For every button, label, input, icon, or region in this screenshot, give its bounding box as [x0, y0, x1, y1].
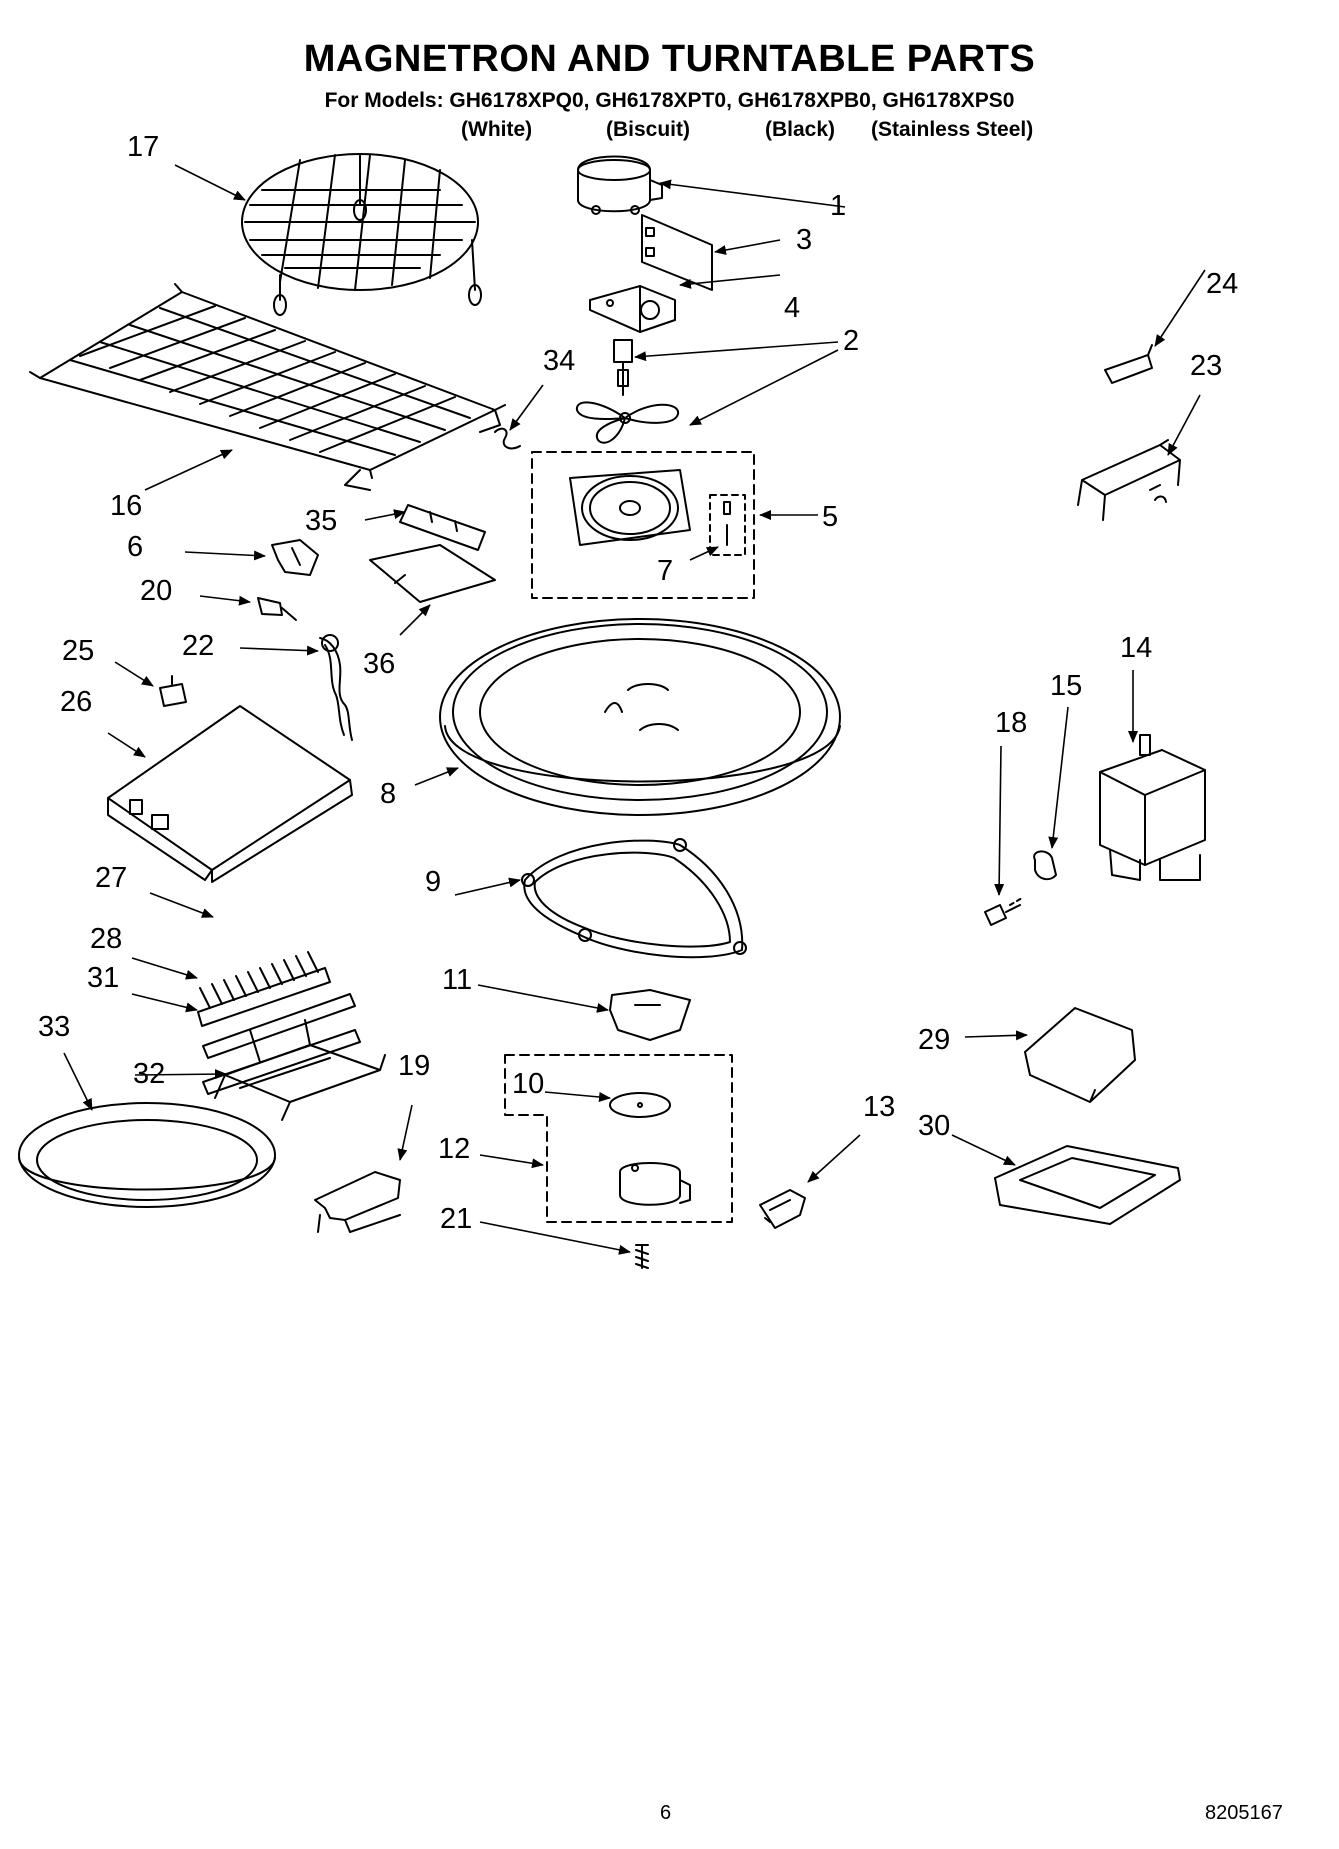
part-22-connector: [321, 634, 339, 652]
part-23-bracket: [1077, 439, 1181, 521]
part-27-heater-fins: [197, 951, 331, 1027]
part-13-switch: [759, 1189, 806, 1229]
callout-26: 26: [60, 686, 93, 718]
part-4-bracket: [589, 285, 676, 333]
variant-stainless-steel: (Stainless Steel): [871, 118, 1034, 141]
part-3-plate: [641, 214, 713, 291]
callout-30: 30: [918, 1110, 951, 1142]
part-21-screw: [635, 1244, 649, 1269]
leader-arrows: [63, 164, 1206, 1255]
callout-29: 29: [918, 1024, 951, 1056]
callout-11: 11: [442, 964, 473, 996]
part-15-thermal-cutoff: [1033, 850, 1057, 881]
part-2-coupler: [613, 339, 633, 396]
callout-14: 14: [1120, 632, 1153, 664]
callout-3: 3: [796, 224, 813, 256]
callout-17: 17: [127, 131, 160, 163]
callout-31: 31: [87, 962, 120, 994]
callout-16: 16: [110, 490, 143, 522]
callout-12: 12: [438, 1133, 471, 1165]
variant-black: (Black): [765, 118, 836, 141]
part-22-harness: [319, 637, 353, 741]
callout-21: 21: [440, 1203, 473, 1235]
part-29-filter-pad: [1024, 1007, 1136, 1103]
part-9-roller-ring: [521, 838, 747, 959]
part-16-rack: [29, 283, 506, 491]
part-19-latch: [314, 1171, 401, 1233]
callout-23: 23: [1190, 350, 1223, 382]
part-35-strip: [399, 504, 486, 551]
part-36-cover: [369, 544, 496, 603]
part-24-bracket: [1104, 344, 1153, 384]
callout-34: 34: [543, 345, 576, 377]
part-31-heater-tube: [202, 1029, 361, 1095]
callout-2: 2: [843, 325, 860, 357]
part-30-filter-frame: [994, 1145, 1181, 1225]
callout-28: 28: [90, 923, 123, 955]
variant-biscuit: (Biscuit): [606, 118, 690, 141]
part-28-heater-tube: [202, 993, 356, 1059]
callout-20: 20: [140, 575, 173, 607]
callout-35: 35: [305, 505, 338, 537]
callout-36: 36: [363, 648, 396, 680]
callout-1: 1: [830, 190, 847, 222]
callout-33: 33: [38, 1011, 71, 1043]
callout-5: 5: [822, 501, 839, 533]
callout-24: 24: [1206, 268, 1239, 300]
callout-27: 27: [95, 862, 128, 894]
part-33-pan: [18, 1102, 276, 1208]
callout-19: 19: [398, 1050, 431, 1082]
part-12-group: [504, 1054, 733, 1223]
part-18-screw: [984, 904, 1021, 926]
page-title: MAGNETRON AND TURNTABLE PARTS: [303, 38, 1036, 80]
part-26-cover: [107, 705, 353, 883]
part-5-group: [531, 451, 755, 599]
callout-10: 10: [512, 1068, 545, 1100]
part-34-clip: [494, 427, 521, 450]
part-1-motor: [577, 155, 663, 215]
callout-32: 32: [133, 1058, 166, 1090]
part-25-thermostat: [159, 675, 187, 707]
callout-22: 22: [182, 630, 215, 662]
page-number: 6: [660, 1802, 672, 1824]
callout-4: 4: [784, 292, 801, 324]
callout-25: 25: [62, 635, 95, 667]
part-8-turntable: [439, 618, 841, 816]
part-11-coupler: [609, 989, 691, 1041]
callout-7: 7: [657, 555, 674, 587]
callout-15: 15: [1050, 670, 1083, 702]
callout-6: 6: [127, 531, 144, 563]
part-2-fan-blade: [575, 401, 679, 444]
callout-18: 18: [995, 707, 1028, 739]
part-20-plug: [257, 597, 297, 621]
callout-9: 9: [425, 866, 442, 898]
callout-13: 13: [863, 1091, 896, 1123]
part-6-clip: [271, 539, 319, 576]
part-32-bracket: [214, 1019, 386, 1121]
document-number: 8205167: [1205, 1802, 1283, 1824]
models-line: For Models: GH6178XPQ0, GH6178XPT0, GH61…: [324, 89, 1015, 112]
variant-white: (White): [461, 118, 533, 141]
part-17-round-rack: [241, 153, 482, 316]
part-14-magnetron: [1099, 734, 1206, 881]
callout-8: 8: [380, 778, 397, 810]
